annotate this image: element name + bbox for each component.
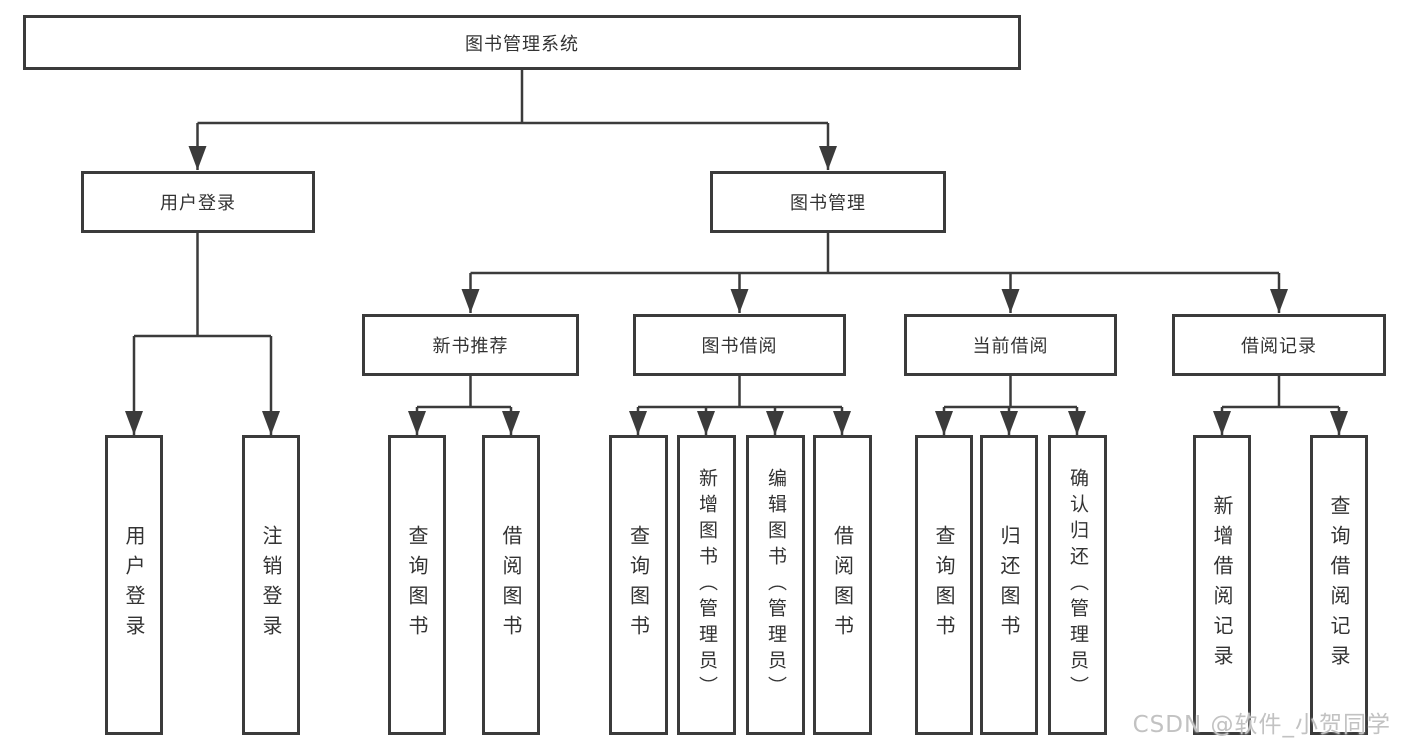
node-current-borrow-label: 当前借阅 (972, 336, 1049, 357)
leaf-borrow-books-2: 借阅图书 (813, 435, 872, 735)
connector-new-book (417, 376, 511, 409)
leaf-label: 归还图书 (997, 525, 1021, 645)
leaf-label: 查询图书 (626, 525, 651, 645)
leaf-add-borrow-record: 新增借阅记录 (1193, 435, 1251, 735)
node-new-book-recommend-label: 新书推荐 (432, 336, 509, 357)
leaf-label: 新增借阅记录 (1210, 495, 1234, 675)
leaf-label: 查询借阅记录 (1327, 495, 1351, 675)
node-user-login-label: 用户登录 (160, 193, 236, 214)
connector-book-borrow (638, 376, 842, 409)
node-borrow-records: 借阅记录 (1172, 314, 1386, 376)
leaf-label: 编辑图书（管理员） (765, 468, 787, 702)
leaf-label: 注销登录 (259, 525, 283, 645)
node-book-borrow: 图书借阅 (633, 314, 846, 376)
connector-borrow-records (1222, 376, 1339, 409)
leaf-user-login: 用户登录 (105, 435, 163, 735)
leaf-query-borrow-record: 查询借阅记录 (1310, 435, 1368, 735)
leaf-label: 查询图书 (932, 525, 956, 645)
leaf-label: 新增图书（管理员） (696, 468, 718, 702)
connector-user-login (134, 233, 271, 338)
leaf-label: 确认归还（管理员） (1067, 468, 1089, 702)
node-user-login: 用户登录 (81, 171, 315, 233)
leaf-label: 查询图书 (405, 525, 429, 645)
leaf-return-books: 归还图书 (980, 435, 1038, 735)
leaf-add-books-admin: 新增图书（管理员） (677, 435, 736, 735)
node-root: 图书管理系统 (23, 15, 1021, 70)
leaf-query-books-1: 查询图书 (388, 435, 446, 735)
node-book-borrow-label: 图书借阅 (701, 336, 778, 357)
leaf-label: 用户登录 (122, 525, 146, 645)
leaf-label: 借阅图书 (499, 525, 523, 645)
leaf-borrow-books-1: 借阅图书 (482, 435, 540, 735)
connector-root (197, 70, 828, 125)
csdn-watermark: CSDN @软件_小贺同学 (1132, 712, 1391, 738)
node-book-management: 图书管理 (710, 171, 946, 233)
leaf-logout: 注销登录 (242, 435, 300, 735)
connector-current-borrow (944, 376, 1077, 409)
leaf-label: 借阅图书 (830, 525, 855, 645)
node-new-book-recommend: 新书推荐 (362, 314, 579, 376)
leaf-query-books-3: 查询图书 (915, 435, 973, 735)
leaf-query-books-2: 查询图书 (609, 435, 668, 735)
node-root-label: 图书管理系统 (465, 33, 579, 55)
node-current-borrow: 当前借阅 (904, 314, 1117, 376)
leaf-confirm-return-admin: 确认归还（管理员） (1048, 435, 1107, 735)
node-book-management-label: 图书管理 (790, 193, 866, 214)
node-borrow-records-label: 借阅记录 (1241, 336, 1317, 357)
connector-book-management (470, 233, 1279, 275)
leaf-edit-books-admin: 编辑图书（管理员） (746, 435, 805, 735)
